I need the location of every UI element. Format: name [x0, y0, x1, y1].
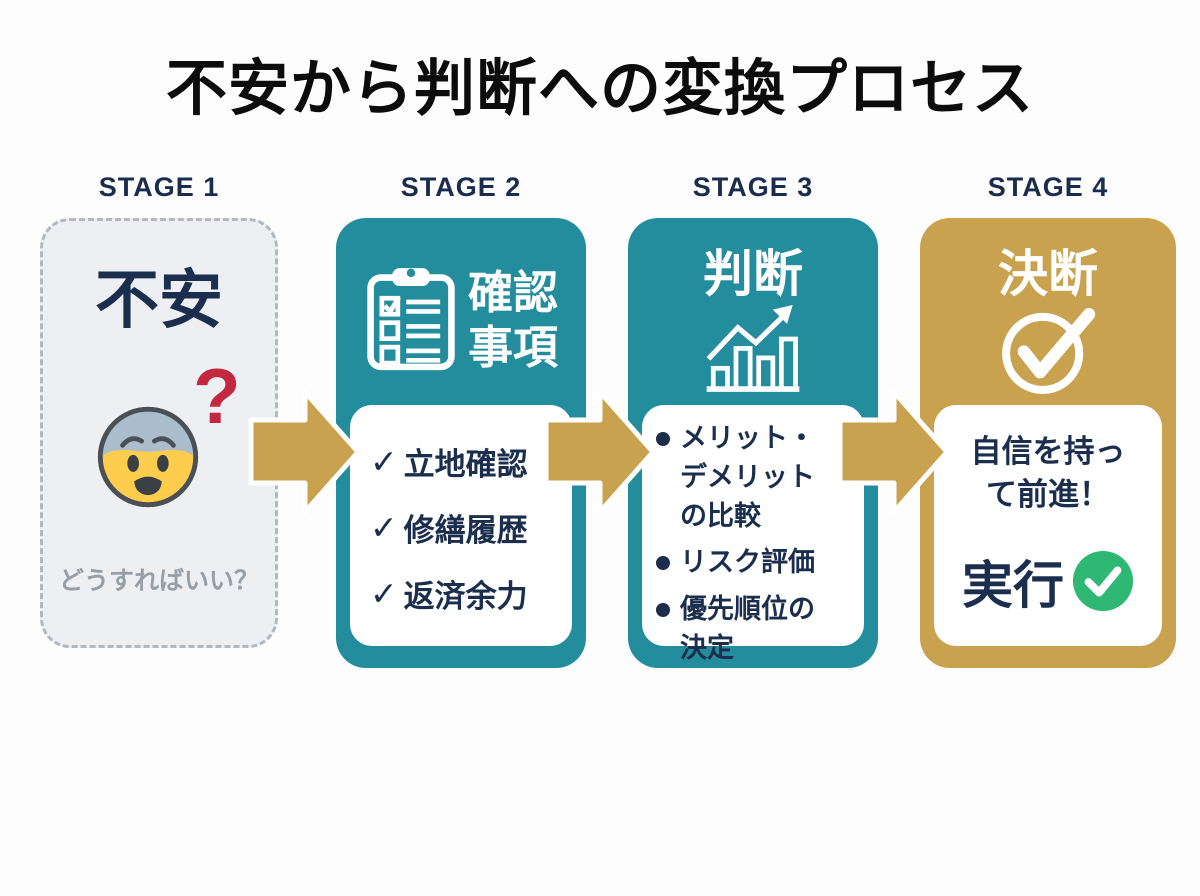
stage-column-3: STAGE 3 判断 メリット・デメリットの比較 [628, 172, 878, 668]
stage-column-1: STAGE 1 不安 ? どうすればいい？ [40, 172, 278, 648]
judgment-panel: メリット・デメリットの比較 リスク評価 優先順位の決定 [642, 405, 864, 663]
stage-3-label: STAGE 3 [692, 172, 814, 202]
rising-chart-icon [628, 300, 878, 395]
check-icon: ✓ [370, 509, 398, 546]
confirmation-heading: 確認 事項 [467, 266, 558, 373]
stage-2-label: STAGE 2 [400, 172, 522, 202]
fearful-face-icon [95, 404, 201, 510]
list-item: メリット・デメリットの比較 [652, 419, 864, 536]
red-question-mark: ? [193, 352, 241, 440]
anxiety-caption: どうすればいい？ [58, 567, 259, 595]
check-icon: ✓ [370, 575, 398, 612]
list-item: 優先順位の決定 [652, 590, 864, 668]
execute-label: 実行 [961, 557, 1064, 614]
arrow-right-icon [248, 385, 362, 519]
checklist-item: ✓ 修繕履歴 [370, 509, 528, 548]
list-item: リスク評価 [652, 543, 864, 582]
anxiety-heading: 不安 [95, 264, 223, 336]
decision-card: 決断 自信を持って前進！ 実行 [920, 218, 1176, 668]
decision-panel: 自信を持って前進！ 実行 [934, 405, 1162, 646]
arrow-right-icon [837, 385, 951, 519]
confidence-message: 自信を持って前進！ [970, 434, 1126, 512]
green-check-icon [1072, 550, 1134, 612]
circle-check-icon [920, 300, 1176, 398]
page-title: 不安から判断への変換プロセス [165, 54, 1034, 122]
stage-1-label: STAGE 1 [98, 172, 220, 202]
judgment-card: 判断 メリット・デメリットの比較 [628, 218, 878, 668]
check-icon: ✓ [370, 443, 398, 480]
bullet-icon [656, 602, 670, 617]
decision-heading: 決断 [998, 246, 1098, 302]
clipboard-checklist-icon [364, 262, 458, 379]
anxiety-card: 不安 ? どうすればいい？ [40, 218, 278, 648]
confirmation-panel: ✓ 立地確認 ✓ 修繕履歴 ✓ 返済余力 [350, 405, 572, 646]
bullet-list: メリット・デメリットの比較 リスク評価 優先順位の決定 [642, 405, 864, 668]
arrow-right-icon [543, 385, 657, 519]
judgment-heading: 判断 [703, 246, 803, 302]
checklist: ✓ 立地確認 ✓ 修繕履歴 ✓ 返済余力 [350, 405, 572, 616]
bullet-icon [656, 556, 670, 571]
stage-4-label: STAGE 4 [987, 172, 1109, 202]
checklist-item: ✓ 返済余力 [370, 575, 528, 614]
checklist-item: ✓ 立地確認 [370, 443, 528, 482]
stage-column-4: STAGE 4 決断 自信を持って前進！ 実行 [920, 172, 1176, 668]
bullet-icon [656, 432, 670, 446]
